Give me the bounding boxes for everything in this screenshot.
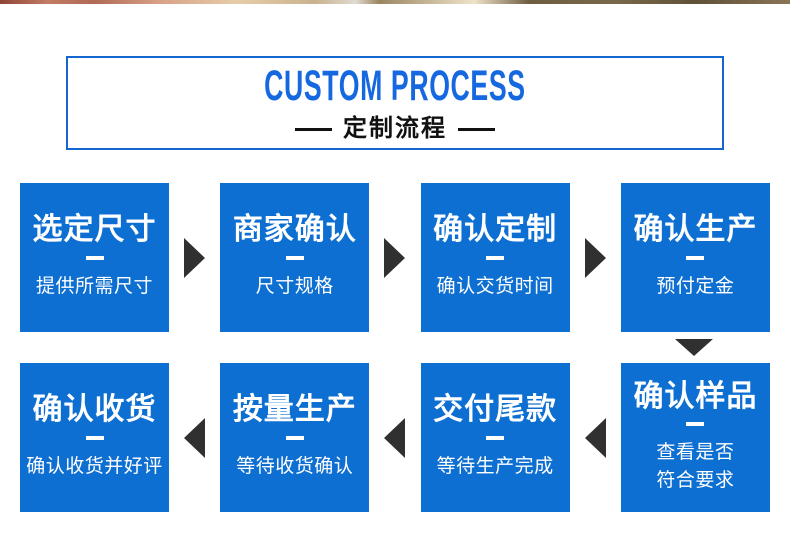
step-4-subtitle: 预付定金: [656, 275, 735, 297]
step-4-title: 确认生产: [633, 213, 758, 247]
step-2-title: 商家确认: [232, 213, 357, 247]
process-flow: 选定尺寸 提供所需尺寸 商家确认 尺寸规格 确认定制 确认交货时间 确认生产 预…: [20, 183, 770, 512]
step-2-box: 商家确认 尺寸规格: [220, 183, 370, 332]
step-5-box: 确认样品 查看是否 符合要求: [620, 363, 770, 512]
arrow-right-icon: [584, 237, 606, 278]
step-3-box: 确认定制 确认交货时间: [420, 183, 570, 332]
cropped-photo-strip: [0, 0, 790, 4]
step-dash: [285, 435, 304, 440]
left-dash-line: [295, 127, 332, 131]
step-1-title: 选定尺寸: [32, 213, 157, 247]
flow-row-2: 确认收货 确认收货并好评 按量生产 等待收货确认 交付尾款 等待生产完成 确认样…: [20, 363, 770, 512]
flow-row-1: 选定尺寸 提供所需尺寸 商家确认 尺寸规格 确认定制 确认交货时间 确认生产 预…: [20, 183, 770, 332]
arrow-down-icon: [675, 339, 713, 356]
step-8-subtitle: 确认收货并好评: [26, 455, 163, 477]
step-6-box: 交付尾款 等待生产完成: [420, 363, 570, 512]
step-7-subtitle: 等待收货确认: [236, 455, 354, 477]
row-connector: [20, 332, 770, 363]
step-dash: [686, 422, 705, 427]
step-3-subtitle: 确认交货时间: [436, 275, 554, 297]
section-header: CUSTOM PROCESS 定制流程: [66, 56, 724, 150]
step-8-title: 确认收货: [32, 393, 157, 427]
step-5-title: 确认样品: [633, 379, 758, 413]
section-subtitle-row: 定制流程: [295, 117, 495, 141]
step-7-box: 按量生产 等待收货确认: [220, 363, 370, 512]
step-dash: [85, 255, 104, 260]
step-dash: [85, 435, 104, 440]
step-6-title: 交付尾款: [433, 393, 558, 427]
section-title-english: CUSTOM PROCESS: [264, 62, 526, 110]
step-4-box: 确认生产 预付定金: [620, 183, 770, 332]
step-2-subtitle: 尺寸规格: [255, 275, 334, 297]
step-3-title: 确认定制: [433, 213, 558, 247]
right-dash-line: [458, 127, 495, 131]
arrow-left-icon: [584, 417, 606, 458]
step-5-subtitle: 查看是否 符合要求: [656, 442, 735, 491]
step-8-box: 确认收货 确认收货并好评: [20, 363, 169, 512]
arrow-right-icon: [384, 237, 406, 278]
step-dash: [285, 255, 304, 260]
step-1-subtitle: 提供所需尺寸: [35, 275, 153, 297]
section-title-chinese: 定制流程: [343, 115, 447, 142]
step-6-subtitle: 等待生产完成: [436, 455, 554, 477]
step-7-title: 按量生产: [232, 393, 357, 427]
arrow-right-icon: [184, 237, 206, 278]
step-dash: [486, 435, 505, 440]
arrow-left-icon: [184, 417, 206, 458]
arrow-left-icon: [384, 417, 406, 458]
step-dash: [686, 255, 705, 260]
step-dash: [486, 255, 505, 260]
step-1-box: 选定尺寸 提供所需尺寸: [20, 183, 169, 332]
